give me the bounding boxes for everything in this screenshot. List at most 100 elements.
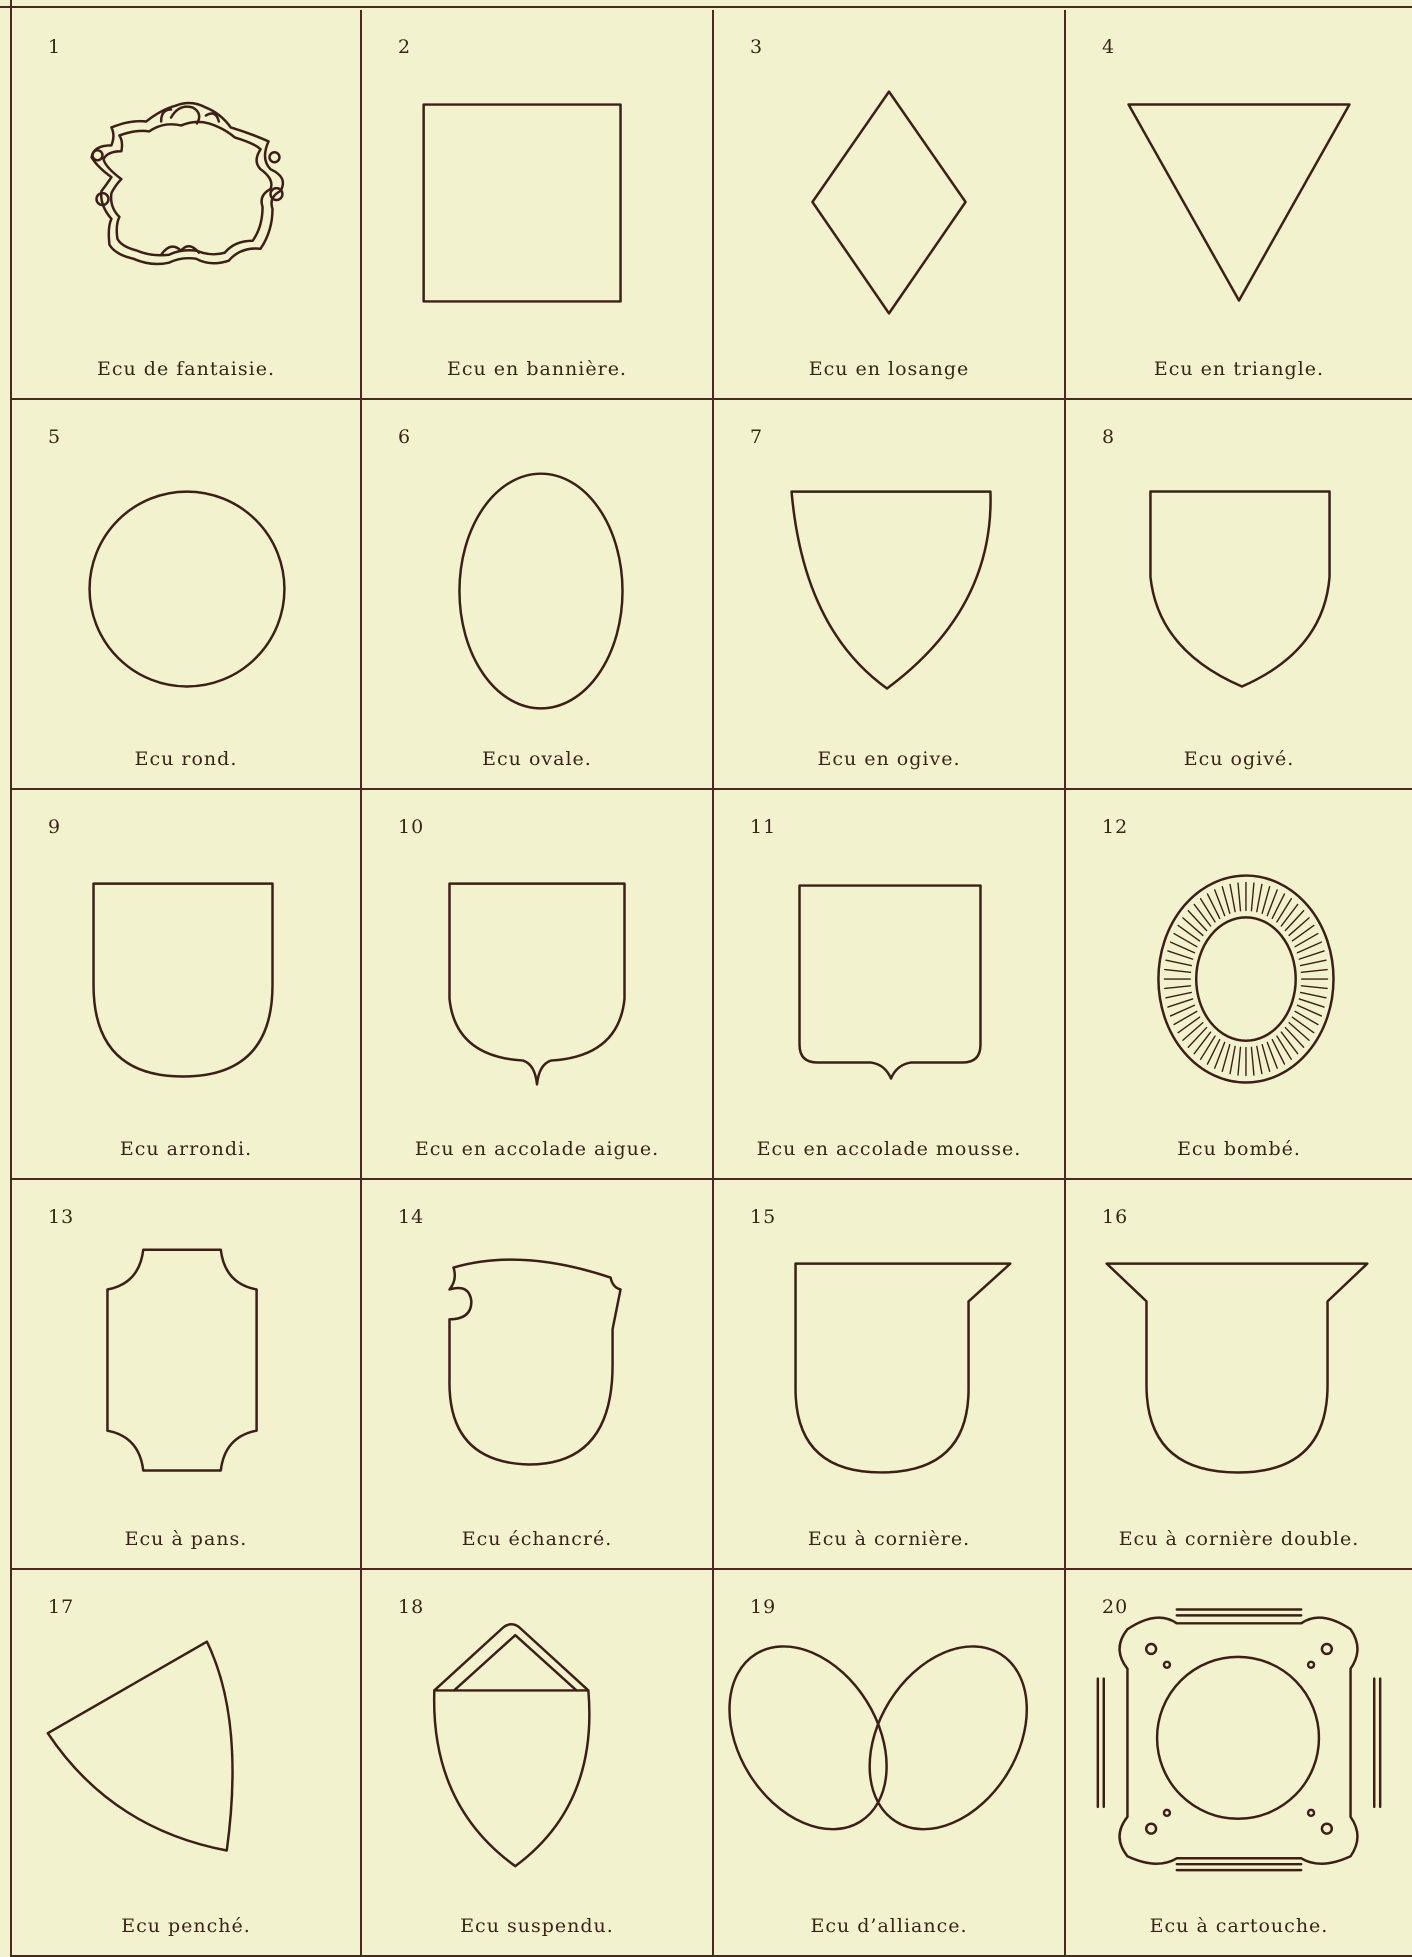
shield-cell-3: 3 Ecu en losange: [714, 10, 1066, 400]
bombe-hatch-line: [1194, 904, 1210, 926]
bombe-hatch-line: [1301, 986, 1327, 989]
bombe-hatch-line: [1166, 992, 1191, 997]
shield-cell-6: 6 Ecu ovale.: [362, 400, 714, 790]
shield-alliance-drawing: [714, 1570, 1064, 1955]
bombe-hatch-line: [1194, 1032, 1210, 1054]
bombe-hatch-line: [1165, 986, 1191, 989]
bombe-hatch-line: [1238, 883, 1240, 911]
shield-caption: Ecu à pans.: [12, 1528, 360, 1550]
shield-cell-15: 15 Ecu à cornière.: [714, 1180, 1066, 1570]
shield-corniere-drawing: [714, 1180, 1064, 1568]
bombe-hatch-line: [1281, 904, 1297, 926]
bombe-hatch-line: [1257, 884, 1262, 911]
shield-caption: Ecu à cornière double.: [1066, 1528, 1412, 1550]
shield-caption: Ecu en accolade aigue.: [362, 1138, 712, 1160]
bombe-hatch-line: [1166, 960, 1191, 965]
bombe-hatch-line: [1289, 918, 1309, 936]
bombe-hatch-line: [1301, 960, 1326, 965]
shield-caption: Ecu à cornière.: [714, 1528, 1064, 1550]
bombe-hatch-line: [1230, 1046, 1235, 1073]
shield-caption: Ecu suspendu.: [362, 1915, 712, 1937]
shield-grid: 1 Ecu de fantaisie. 2 Ecu en bannière. 3: [12, 10, 1412, 1957]
shield-ogive-drawing: [714, 400, 1064, 788]
shield-penche-drawing: [12, 1570, 360, 1955]
shield-cell-8: 8 Ecu ogivé.: [1066, 400, 1412, 790]
bombe-hatch-line: [1201, 1036, 1215, 1059]
shield-caption: Ecu penché.: [12, 1915, 360, 1937]
shield-caption: Ecu rond.: [12, 748, 360, 770]
bombe-hatch-line: [1183, 1023, 1203, 1041]
bombe-hatch-line: [1201, 899, 1215, 922]
bombe-hatch-line: [1168, 951, 1193, 959]
bombe-hatch-line: [1292, 1017, 1313, 1033]
bombe-hatch-line: [1301, 992, 1326, 997]
shield-suspendu-drawing: [362, 1570, 712, 1955]
bombe-hatch-line: [1168, 999, 1193, 1007]
shield-cell-20: 20 Ecu à cartouche.: [1066, 1570, 1412, 1957]
bombe-hatch-line: [1292, 925, 1313, 941]
bombe-hatch-line: [1301, 970, 1327, 973]
shield-triangle-drawing: [1066, 10, 1412, 398]
bombe-hatch-line: [1262, 887, 1269, 914]
shield-cell-16: 16 Ecu à cornière double.: [1066, 1180, 1412, 1570]
bombe-hatch-line: [1178, 925, 1199, 941]
bombe-hatch-line: [1289, 1023, 1309, 1041]
plate-top-rule: [0, 6, 1412, 8]
shield-caption: Ecu à cartouche.: [1066, 1915, 1412, 1937]
shield-caption: Ecu en triangle.: [1066, 358, 1412, 380]
bombe-hatch-line: [1222, 887, 1229, 914]
shield-ovale-drawing: [362, 400, 712, 788]
bombe-hatch-line: [1188, 911, 1206, 931]
shield-caption: Ecu arrondi.: [12, 1138, 360, 1160]
shield-losange-drawing: [714, 10, 1064, 398]
shield-corniere-double-drawing: [1066, 1180, 1412, 1568]
shield-cell-12: 12 Ecu bombé.: [1066, 790, 1412, 1180]
shield-caption: Ecu en losange: [714, 358, 1064, 380]
shield-fantaisie-drawing: [12, 10, 360, 398]
bombe-hatch-line: [1277, 899, 1291, 922]
shield-cartouche-drawing: [1066, 1570, 1412, 1955]
bombe-hatch-line: [1299, 999, 1324, 1007]
shield-caption: Ecu échancré.: [362, 1528, 712, 1550]
bombe-hatch-line: [1281, 1032, 1297, 1054]
shield-caption: Ecu en accolade mousse.: [714, 1138, 1064, 1160]
shield-banniere-drawing: [362, 10, 712, 398]
bombe-hatch-line: [1165, 970, 1191, 973]
shield-bombe-drawing: [1066, 790, 1412, 1178]
bombe-hatch-line: [1222, 1045, 1229, 1072]
shield-caption: Ecu ogivé.: [1066, 748, 1412, 770]
shield-caption: Ecu ovale.: [362, 748, 712, 770]
bombe-hatch-line: [1251, 883, 1253, 911]
shield-cell-13: 13 Ecu à pans.: [12, 1180, 362, 1570]
shield-caption: Ecu de fantaisie.: [12, 358, 360, 380]
shield-cell-7: 7 Ecu en ogive.: [714, 400, 1066, 790]
shield-pans-drawing: [12, 1180, 360, 1568]
bombe-hatch-line: [1183, 918, 1203, 936]
shield-accolade-mousse-drawing: [714, 790, 1064, 1178]
shield-caption: Ecu d’alliance.: [714, 1915, 1064, 1937]
bombe-hatch-line: [1299, 951, 1324, 959]
shield-cell-14: 14 Ecu échancré.: [362, 1180, 714, 1570]
shield-cell-18: 18 Ecu suspendu.: [362, 1570, 714, 1957]
bombe-hatch-line: [1238, 1047, 1240, 1075]
shield-echancre-drawing: [362, 1180, 712, 1568]
shield-cell-4: 4 Ecu en triangle.: [1066, 10, 1412, 400]
shield-caption: Ecu en bannière.: [362, 358, 712, 380]
shield-cell-5: 5 Ecu rond.: [12, 400, 362, 790]
shield-ogive2-drawing: [1066, 400, 1412, 788]
shield-cell-9: 9 Ecu arrondi.: [12, 790, 362, 1180]
shield-arrondi-drawing: [12, 790, 360, 1178]
bombe-hatch-line: [1277, 1036, 1291, 1059]
bombe-hatch-line: [1285, 1028, 1303, 1048]
shield-cell-1: 1 Ecu de fantaisie.: [12, 10, 362, 400]
bombe-hatch-line: [1188, 1028, 1206, 1048]
shield-cell-2: 2 Ecu en bannière.: [362, 10, 714, 400]
shield-cell-17: 17 Ecu penché.: [12, 1570, 362, 1957]
bombe-hatch-line: [1178, 1017, 1199, 1033]
bombe-hatch-line: [1257, 1046, 1262, 1073]
shield-cell-11: 11 Ecu en accolade mousse.: [714, 790, 1066, 1180]
shield-accolade-aigue-drawing: [362, 790, 712, 1178]
shield-rond-drawing: [12, 400, 360, 788]
shield-caption: Ecu en ogive.: [714, 748, 1064, 770]
